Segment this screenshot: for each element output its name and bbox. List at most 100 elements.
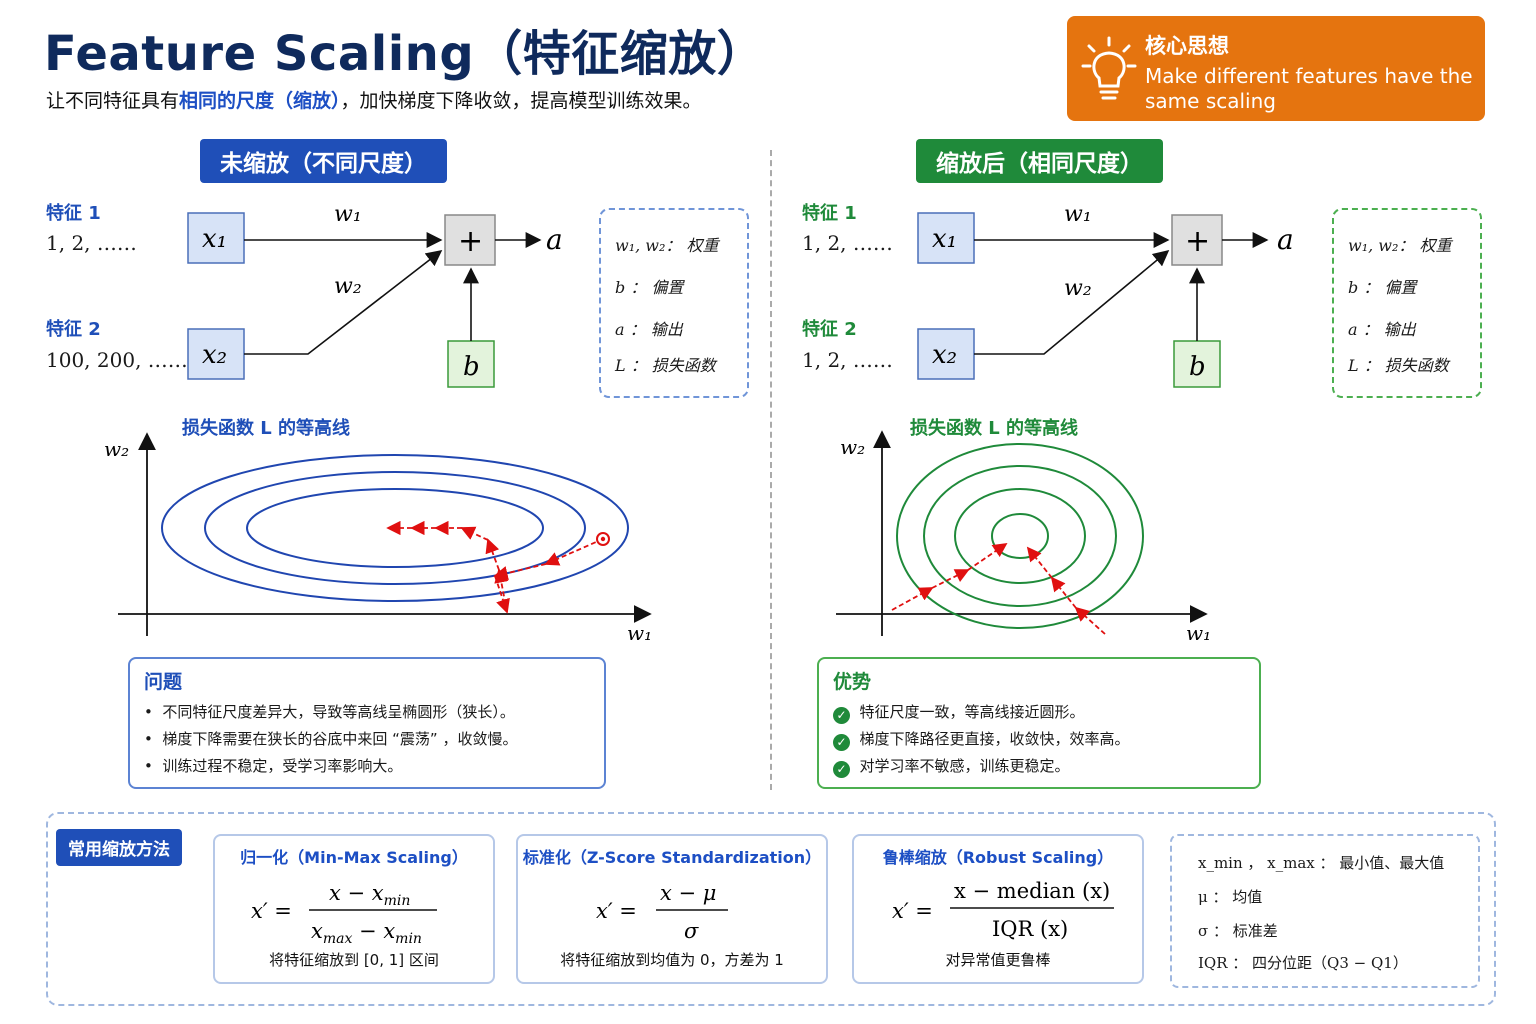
zscore-title: 标准化（Z-Score Standardization） (522, 848, 822, 867)
core-idea-card: 核心思想 Make different features have the sa… (1067, 16, 1485, 121)
left-feature1-values: 1, 2, …… (46, 231, 137, 255)
minmax-description: 将特征缩放到 [0, 1] 区间 (269, 951, 439, 969)
problem-point: • 梯度下降需要在狭长的谷底中来回 “震荡” ，收敛慢。 (144, 730, 518, 748)
x1-label: x₁ (932, 224, 957, 254)
page-title: Feature Scaling（特征缩放） (44, 26, 766, 82)
zscore-card: 标准化（Z-Score Standardization） x′ = x − μ … (516, 834, 828, 984)
left-contour-title: 损失函数 L 的等高线 (182, 418, 351, 439)
a-label: a (546, 223, 563, 256)
left-feature1-label: 特征 1 (46, 203, 101, 224)
scaling-methods-panel (46, 812, 1496, 1006)
svg-text:xmax − xmin: xmax − xmin (311, 919, 422, 944)
x2-node (917, 328, 975, 380)
start-point-dot (600, 536, 606, 542)
w1-label: w₁ (1064, 202, 1092, 227)
right-network-diagram: x₁ x₂ w₁ w₂ + b a (917, 202, 1294, 388)
gradient-step (460, 526, 489, 541)
core-idea-heading: 核心思想 (1145, 34, 1229, 58)
right-feature1-label: 特征 1 (802, 203, 857, 224)
gradient-step (1026, 546, 1053, 579)
gradient-step (1050, 576, 1077, 609)
minmax-formula: x′ = x − xmin xmax − xmin (251, 881, 437, 944)
plus-symbol: + (458, 224, 483, 259)
right-legend: w₁, w₂： 权重 b ： 偏置 a ： 输出 L ： 损失函数 (1332, 208, 1482, 398)
sum-node (1171, 214, 1223, 266)
contour-ring (923, 465, 1117, 607)
unscaled-section-tag: 未缩放（不同尺度） (200, 139, 447, 183)
svg-text:x − μ: x − μ (660, 881, 716, 905)
scaled-section-tag: 缩放后（相同尺度） (916, 139, 1163, 183)
zscore-formula: x′ = x − μ σ (596, 881, 728, 943)
gradient-step (931, 569, 970, 589)
section-divider (770, 150, 772, 790)
notation-minmax: x_min ， x_max ： 最小值、最大值 (1198, 854, 1445, 872)
contour-ring (991, 513, 1049, 559)
advantage-point: ✓ 对学习率不敏感，训练更稳定。 (833, 755, 1070, 778)
x1-node (187, 212, 245, 264)
contour-ring (896, 443, 1144, 629)
left-feature2-label: 特征 2 (46, 319, 101, 340)
advantage-title: 优势 (833, 671, 872, 693)
legend-loss: L ： 损失函数 (615, 356, 716, 375)
advantage-point: ✓ 梯度下降路径更直接，收敛快，效率高。 (833, 728, 1130, 751)
svg-text:σ: σ (684, 919, 699, 943)
right-feature1-values: 1, 2, …… (802, 231, 893, 255)
gradient-step (544, 538, 604, 566)
problem-box: 问题 • 不同特征尺度差异大，导致等高线呈椭圆形（狭长）。 • 梯度下降需要在狭… (128, 657, 606, 789)
x1-label: x₁ (202, 224, 227, 254)
check-circle-icon: ✓ (833, 761, 850, 778)
legend-weights: w₁, w₂： 权重 (1348, 236, 1452, 255)
legend-output: a ： 输出 (615, 320, 683, 339)
problem-point: • 训练过程不稳定，受学习率影响大。 (144, 757, 403, 775)
legend-output: a ： 输出 (1348, 320, 1416, 339)
page-subtitle: 让不同特征具有相同的尺度（缩放），加快梯度下降收敛，提高模型训练效果。 (46, 86, 702, 113)
notation-iqr: IQR ： 四分位距（Q3 − Q1） (1198, 954, 1408, 972)
b-label: b (1189, 352, 1206, 382)
x-axis-label: w₁ (627, 621, 652, 645)
legend-bias: b ： 偏置 (1348, 278, 1417, 297)
core-idea-text: Make different features have the same sc… (1145, 64, 1473, 113)
w2-label: w₂ (1064, 276, 1092, 301)
notation-legend: x_min ， x_max ： 最小值、最大值 μ ： 均值 σ ： 标准差 I… (1170, 834, 1480, 988)
b-label: b (463, 352, 480, 382)
advantage-point: ✓ 特征尺度一致，等高线接近圆形。 (833, 701, 1085, 724)
y-axis-label: w₂ (104, 437, 129, 461)
minmax-card: 归一化（Min-Max Scaling） x′ = x − xmin xmax … (213, 834, 495, 984)
right-feature2-values: 1, 2, …… (802, 348, 893, 372)
contour-ring (954, 488, 1086, 584)
gradient-step (967, 542, 1008, 571)
x2-label: x₂ (932, 340, 957, 370)
robust-title: 鲁棒缩放（Robust Scaling） (882, 848, 1114, 867)
left-contour-plot: w₂ w₁ (104, 432, 652, 645)
legend-bias: b ： 偏置 (615, 278, 684, 297)
gradient-step (494, 575, 510, 614)
lightbulb-icon (1081, 36, 1137, 100)
gradient-step (891, 587, 934, 611)
problem-title: 问题 (144, 671, 183, 693)
gradient-step (1074, 606, 1106, 635)
left-feature2-values: 100, 200, …… (46, 348, 188, 372)
w2-label: w₂ (334, 274, 362, 299)
svg-text:x′ =: x′ = (596, 899, 637, 923)
check-circle-icon: ✓ (833, 734, 850, 751)
left-network-diagram: x₁ x₂ w₁ w₂ + b a (187, 202, 563, 388)
advantage-box: 优势 ✓ 特征尺度一致，等高线接近圆形。 ✓ 梯度下降路径更直接，收敛快，效率高… (817, 657, 1261, 789)
legend-loss: L ： 损失函数 (1348, 356, 1449, 375)
y-axis-label: w₂ (840, 435, 865, 459)
gradient-step (494, 568, 509, 613)
contour-ring (161, 454, 629, 602)
subtitle-highlight: 相同的尺度（缩放） (179, 90, 341, 112)
robust-formula: x′ = x − median (x) IQR (x) (892, 879, 1114, 941)
plus-symbol: + (1185, 224, 1210, 259)
svg-text:x′ =: x′ = (892, 899, 933, 923)
w2-edge (974, 249, 1170, 355)
robust-card: 鲁棒缩放（Robust Scaling） x′ = x − median (x)… (852, 834, 1144, 984)
sum-node (444, 214, 496, 266)
x-axis-label: w₁ (1186, 621, 1211, 645)
a-label: a (1277, 223, 1294, 256)
x2-label: x₂ (202, 340, 227, 370)
subtitle-text-end: ，加快梯度下降收敛，提高模型训练效果。 (340, 90, 702, 112)
zscore-description: 将特征缩放到均值为 0，方差为 1 (560, 951, 784, 969)
subtitle-text: 让不同特征具有 (46, 90, 180, 112)
notation-mu: μ ： 均值 (1198, 888, 1263, 906)
